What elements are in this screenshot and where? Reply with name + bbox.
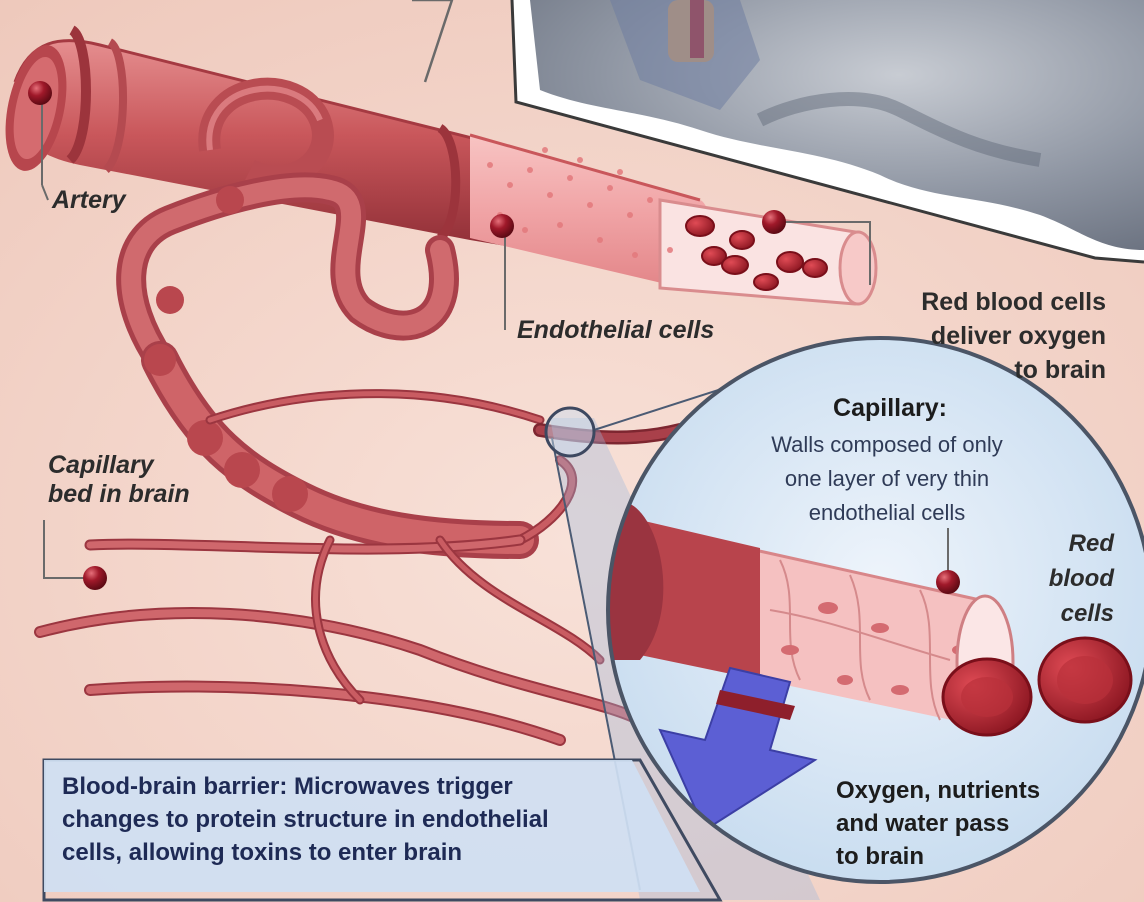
label-rbc-deliver-line2: deliver oxygen xyxy=(880,319,1106,353)
blood-brain-barrier-callout: Blood-brain barrier: Microwaves trigger … xyxy=(62,770,762,869)
label-capillary-desc-line1: Walls composed of only xyxy=(712,428,1062,462)
label-rbc-deliver-line1: Red blood cells xyxy=(880,285,1106,319)
callout-line3: cells, allowing toxins to enter brain xyxy=(62,836,762,869)
label-capillary-bed-line1: Capillary xyxy=(48,451,190,480)
label-endothelial-cells: Endothelial cells xyxy=(517,316,714,345)
marker-endothelial xyxy=(490,214,514,238)
label-capillary-description: Walls composed of only one layer of very… xyxy=(712,428,1062,530)
label-red-blood-cells: Red blood cells xyxy=(1016,526,1114,631)
label-rbc-deliver: Red blood cells deliver oxygen to brain xyxy=(880,285,1106,387)
label-capillary-desc-line2: one layer of very thin xyxy=(712,462,1062,496)
marker-artery xyxy=(28,81,52,105)
label-artery: Artery xyxy=(52,186,126,215)
label-capillary-desc-line3: endothelial cells xyxy=(712,496,1062,530)
label-capillary-bed: Capillary bed in brain xyxy=(48,451,190,509)
label-red-blood-cells-line2: blood xyxy=(1016,561,1114,596)
callout-heading: Blood-brain barrier: xyxy=(62,773,287,800)
label-oxygen-line1: Oxygen, nutrients xyxy=(836,774,1096,807)
callout-line1-text: Microwaves trigger xyxy=(294,773,513,800)
marker-capillary-wall xyxy=(936,570,960,594)
label-red-blood-cells-line1: Red xyxy=(1016,526,1114,561)
label-red-blood-cells-line3: cells xyxy=(1016,596,1114,631)
label-oxygen-nutrients: Oxygen, nutrients and water pass to brai… xyxy=(836,774,1096,873)
label-capillary-bed-line2: bed in brain xyxy=(48,480,190,509)
callout-line2: changes to protein structure in endothel… xyxy=(62,803,762,836)
label-oxygen-line2: and water pass xyxy=(836,807,1096,840)
callout-line1: Blood-brain barrier: Microwaves trigger xyxy=(62,770,762,803)
label-capillary-title: Capillary: xyxy=(780,393,1000,423)
label-oxygen-line3: to brain xyxy=(836,840,1096,873)
label-rbc-deliver-line3: to brain xyxy=(880,353,1106,387)
marker-capillary-bed xyxy=(83,566,107,590)
marker-rbc xyxy=(762,210,786,234)
